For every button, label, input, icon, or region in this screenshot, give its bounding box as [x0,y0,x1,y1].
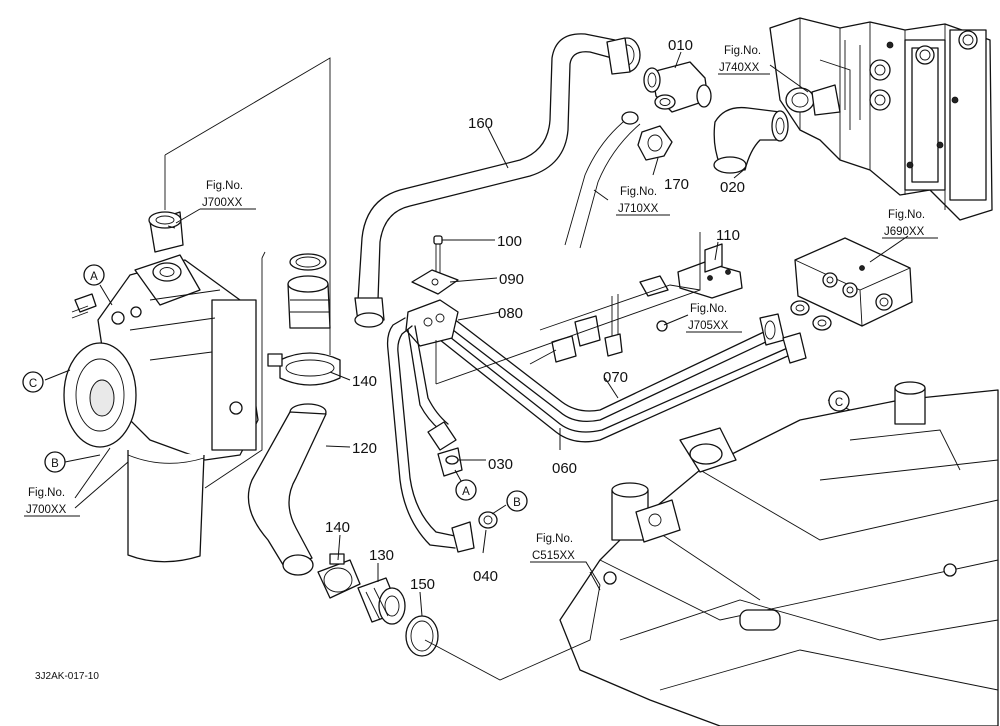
nut-170 [637,125,673,161]
svg-text:A: A [90,271,98,283]
hose-160 [354,33,641,328]
part-label-090: 090 [499,271,524,288]
svg-text:Fig.No.: Fig.No. [206,180,243,192]
hose-ref-j710 [564,111,641,249]
marker-c-left: C [22,371,44,393]
svg-text:A: A [462,486,470,498]
svg-text:Fig.No.: Fig.No. [888,209,925,221]
svg-text:B: B [513,497,521,509]
part-label-140-lower: 140 [325,519,350,536]
part-label-080: 080 [498,305,523,322]
svg-text:Fig.No.: Fig.No. [620,186,657,198]
marker-b-mid: B [506,490,528,512]
svg-text:J700XX: J700XX [26,504,67,516]
svg-text:C515XX: C515XX [532,550,575,562]
part-label-060: 060 [552,460,577,477]
clamp-080 [405,299,459,347]
part-label-160: 160 [468,115,493,132]
hose-clamp-140-lower [317,553,361,599]
figure-references: Fig.No. J740XX Fig.No. J700XX Fig.No. J7… [24,45,938,586]
hose-120 [247,403,327,576]
svg-text:C: C [835,397,843,409]
part-label-110: 110 [716,227,740,244]
pipe-060-070 [429,311,807,443]
svg-text:Fig.No.: Fig.No. [536,533,573,545]
part-label-040: 040 [473,568,498,585]
part-number-labels: 010 020 030 040 060 070 080 090 100 110 … [325,37,745,593]
svg-text:C: C [29,378,37,390]
part-label-120: 120 [352,440,377,457]
connection-markers: A C B A B C [22,264,850,512]
drawing-code: 3J2AK-017-10 [35,671,99,682]
clamps-j705 [529,275,669,365]
hose-clamp-140-upper [267,352,341,386]
marker-a-left: A [83,264,105,286]
part-label-140-upper: 140 [352,373,377,390]
bracket-110 [677,243,743,299]
part-label-150: 150 [410,576,435,593]
part-label-170: 170 [664,176,689,193]
svg-text:B: B [51,458,59,470]
svg-text:J705XX: J705XX [688,320,729,332]
o-ring-150 [405,615,439,657]
fig-ref-j700-top: Fig.No. J700XX [175,180,256,224]
part-label-130: 130 [369,547,394,564]
svg-text:Fig.No.: Fig.No. [724,45,761,57]
part-label-030: 030 [488,456,513,473]
fig-ref-j690: Fig.No. J690XX [882,209,938,239]
elbow-fitting-020 [713,106,789,174]
part-label-020: 020 [720,179,745,196]
fitting-130 [357,577,406,625]
part-label-010: 010 [668,37,693,54]
junction-block [790,237,913,331]
svg-text:Fig.No.: Fig.No. [28,487,65,499]
leader-lines [44,51,909,617]
fig-ref-j740: Fig.No. J740XX [718,45,770,75]
part-label-100: 100 [497,233,522,250]
pipe-030-040 [386,317,498,553]
marker-a-mid: A [455,479,477,501]
svg-text:J710XX: J710XX [618,203,659,215]
marker-b-left: B [44,451,66,473]
fig-ref-c515: Fig.No. C515XX [530,533,601,586]
transmission-housing [559,381,999,726]
control-valve-assembly [769,17,993,221]
plate-090 [411,269,459,295]
part-label-070: 070 [603,369,628,386]
fig-ref-j710: Fig.No. J710XX [616,186,670,216]
fig-ref-j700-left: Fig.No. J700XX [24,487,80,517]
reference-outlines [164,57,701,681]
svg-text:J740XX: J740XX [719,62,760,74]
svg-text:J690XX: J690XX [884,226,925,238]
hydraulic-pump [63,211,259,563]
marker-c-right: C [828,390,850,412]
svg-text:Fig.No.: Fig.No. [690,303,727,315]
hose-fitting-upper [287,253,331,329]
tee-fitting-010 [643,61,712,113]
fig-ref-j705: Fig.No. J705XX [686,303,742,333]
svg-text:J700XX: J700XX [202,197,243,209]
